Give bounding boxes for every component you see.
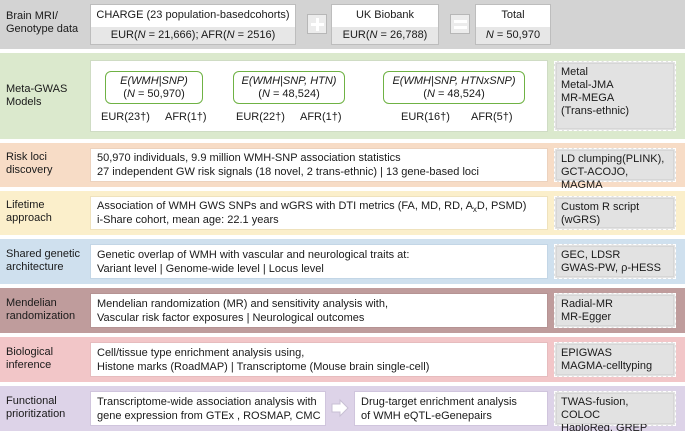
model-snp-eur: EUR(23†)	[101, 111, 150, 123]
arrow-right-icon	[331, 398, 349, 418]
model-snp-htn-eur: EUR(22†)	[236, 111, 285, 123]
meta-gwas-label: Meta-GWAS Models	[6, 83, 68, 108]
meta-gwas-band: Meta-GWAS Models E(WMH|SNP) (N = 50,970)…	[0, 53, 685, 139]
shared-genetic-box: Genetic overlap of WMH with vascular and…	[90, 244, 548, 279]
biological-band: Biological inference Cell/tissue type en…	[0, 337, 685, 382]
model-snp-htn-afr: AFR(1†)	[300, 111, 342, 123]
total-box: Total N = 50,970	[475, 4, 551, 45]
mendelian-label: Mendelian randomization	[6, 297, 76, 322]
functional-tools: TWAS-fusion, COLOC HaploReg, GREP	[554, 391, 676, 431]
lifetime-box: Association of WMH GWS SNPs and wGRS wit…	[90, 196, 548, 230]
plus-icon	[307, 14, 327, 34]
biological-tools: EPIGWAS MAGMA-celltyping	[554, 342, 676, 377]
model-snp-htnxsnp-eur: EUR(16†)	[401, 111, 450, 123]
functional-twas-box: Transcriptome-wide association analysis …	[90, 391, 326, 426]
shared-genetic-tools: GEC, LDSR GWAS-PW, ρ-HESS	[554, 244, 676, 279]
risk-loci-band: Risk loci discovery 50,970 individuals, …	[0, 143, 685, 191]
total-title: Total	[501, 9, 525, 21]
equals-icon	[450, 14, 470, 34]
total-sub: N = 50,970	[476, 27, 550, 44]
charge-sub: EUR(N = 21,666); AFR(N = 2516)	[91, 27, 295, 44]
risk-loci-box: 50,970 individuals, 9.9 million WMH-SNP …	[90, 148, 548, 182]
lifetime-label: Lifetime approach	[6, 199, 52, 224]
uk-biobank-title: UK Biobank	[355, 9, 415, 21]
risk-loci-label: Risk loci discovery	[6, 151, 53, 176]
charge-box: CHARGE (23 population-basedcohorts) EUR(…	[90, 4, 296, 45]
genotype-data-label: Brain MRI/ Genotype data	[6, 10, 79, 35]
functional-band: Functional prioritization Transcriptome-…	[0, 386, 685, 431]
mendelian-band: Mendelian randomization Mendelian random…	[0, 288, 685, 333]
uk-biobank-sub: EUR(N = 26,788)	[332, 27, 438, 44]
biological-label: Biological inference	[6, 346, 54, 371]
model-snp-htnxsnp: E(WMH|SNP, HTNxSNP) (N = 48,524)	[383, 71, 525, 104]
model-snp: E(WMH|SNP) (N = 50,970)	[105, 71, 203, 104]
charge-title: CHARGE (23 population-basedcohorts)	[96, 9, 290, 21]
mendelian-box: Mendelian randomization (MR) and sensiti…	[90, 293, 548, 328]
meta-gwas-tools: Metal Metal-JMA MR-MEGA (Trans-ethnic)	[554, 61, 676, 131]
model-snp-htn: E(WMH|SNP, HTN) (N = 48,524)	[233, 71, 345, 104]
uk-biobank-box: UK Biobank EUR(N = 26,788)	[331, 4, 439, 45]
shared-genetic-label: Shared genetic architecture	[6, 248, 80, 273]
functional-drug-target-box: Drug-target enrichment analysis of WMH e…	[354, 391, 548, 426]
model-snp-afr: AFR(1†)	[165, 111, 207, 123]
genotype-data-band: Brain MRI/ Genotype data CHARGE (23 popu…	[0, 0, 685, 49]
lifetime-tools: Custom R script (wGRS)	[554, 196, 676, 230]
risk-loci-tools: LD clumping(PLINK), GCT-ACOJO, MAGMA	[554, 148, 676, 191]
mendelian-tools: Radial-MR MR-Egger	[554, 293, 676, 328]
lifetime-band: Lifetime approach Association of WMH GWS…	[0, 191, 685, 235]
biological-box: Cell/tissue type enrichment analysis usi…	[90, 342, 548, 377]
shared-genetic-band: Shared genetic architecture Genetic over…	[0, 239, 685, 284]
model-snp-htnxsnp-afr: AFR(5†)	[471, 111, 513, 123]
functional-label: Functional prioritization	[6, 395, 66, 420]
